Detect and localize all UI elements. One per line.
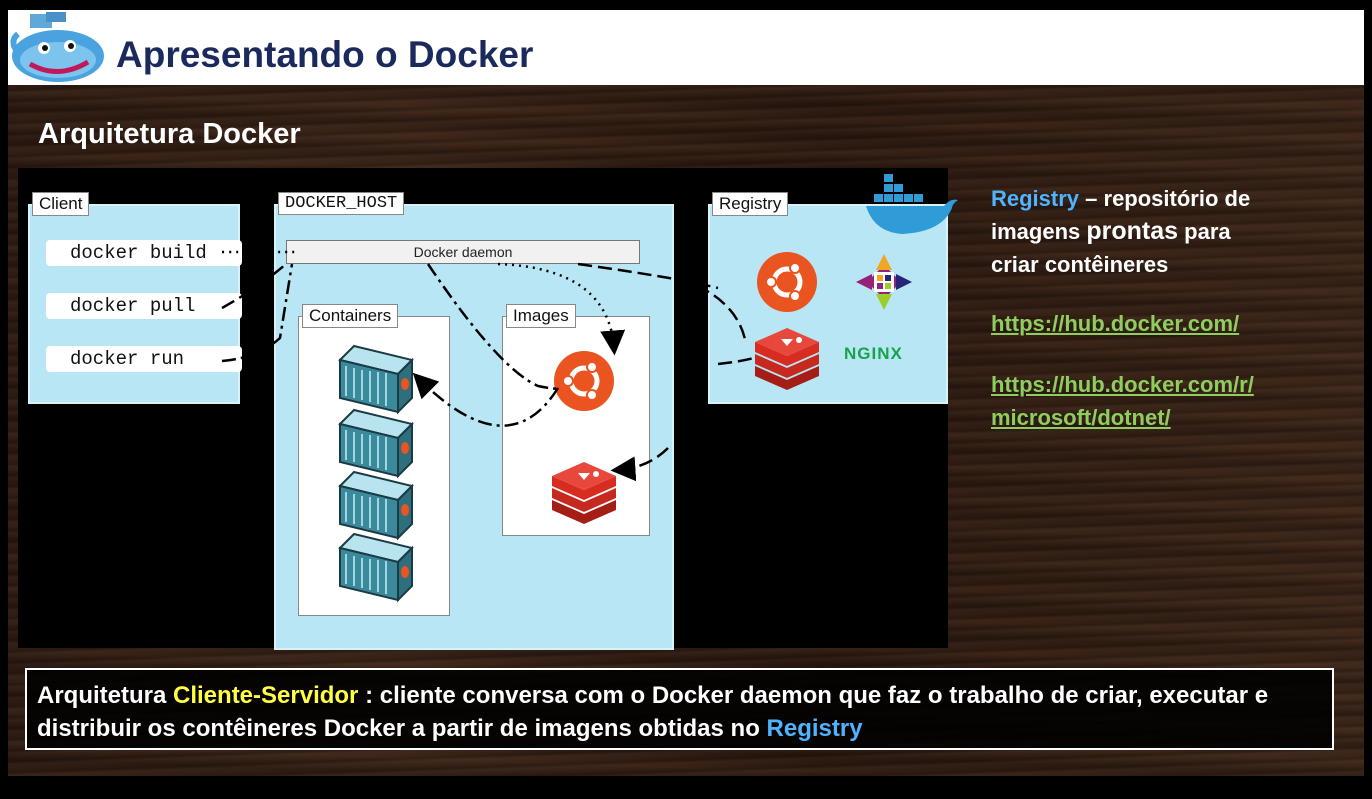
dotnet-hub-link[interactable]: https://hub.docker.com/r/ microsoft/dotn… bbox=[991, 368, 1331, 434]
caption-part2: : cliente conversa com o Docker daemon q… bbox=[37, 682, 1269, 742]
caption-box: Arquitetura Cliente-Servidor : cliente c… bbox=[25, 668, 1334, 750]
command-docker-build: docker build bbox=[46, 240, 242, 266]
redis-image-icon bbox=[552, 462, 616, 524]
docker-daemon-bar: Docker daemon bbox=[286, 240, 640, 264]
container-icon bbox=[339, 471, 413, 539]
section-heading: Arquitetura Docker bbox=[38, 118, 301, 150]
registry-panel bbox=[708, 204, 948, 404]
registry-term: Registry bbox=[991, 186, 1080, 211]
container-icon bbox=[339, 345, 413, 413]
ubuntu-image-icon bbox=[554, 351, 614, 411]
docker-host-label: DOCKER_HOST bbox=[278, 192, 405, 215]
ubuntu-registry-icon bbox=[757, 252, 817, 312]
registry-description: Registry – repositório de imagens pronta… bbox=[991, 182, 1331, 434]
caption-text: Arquitetura Cliente-Servidor : cliente c… bbox=[27, 670, 1332, 745]
dotnet-link-line2: microsoft/dotnet/ bbox=[991, 405, 1171, 430]
centos-icon bbox=[856, 254, 912, 310]
client-panel: docker build docker pull docker run bbox=[28, 204, 242, 404]
containers-label: Containers bbox=[302, 304, 399, 328]
dotnet-link-line1: https://hub.docker.com/r/ bbox=[991, 372, 1254, 397]
title-bar: Apresentando o Docker bbox=[8, 10, 1364, 85]
docker-whale-icon bbox=[866, 174, 958, 234]
slide: Apresentando o Docker Arquitetura Docker… bbox=[8, 10, 1364, 776]
docker-hub-link[interactable]: https://hub.docker.com/ bbox=[991, 311, 1240, 336]
images-label: Images bbox=[506, 304, 576, 328]
container-icon bbox=[339, 409, 413, 477]
nginx-logo: NGINX bbox=[844, 344, 903, 363]
caption-registry: Registry bbox=[766, 715, 863, 742]
registry-desc-line1: – repositório de bbox=[1079, 186, 1251, 211]
registry-desc-line2a: imagens bbox=[991, 219, 1087, 244]
client-label: Client bbox=[32, 192, 90, 216]
registry-desc-line3: criar contêineres bbox=[991, 252, 1169, 277]
registry-desc-emph: prontas bbox=[1086, 217, 1179, 245]
caption-part1: Arquitetura bbox=[37, 682, 174, 709]
redis-registry-icon bbox=[755, 328, 819, 390]
registry-desc-line2c: para bbox=[1178, 219, 1231, 244]
command-docker-pull: docker pull bbox=[46, 293, 242, 319]
caption-highlight: Cliente-Servidor bbox=[173, 682, 359, 709]
slide-title: Apresentando o Docker bbox=[116, 34, 534, 75]
container-icon bbox=[339, 533, 413, 601]
command-docker-run: docker run bbox=[46, 346, 242, 372]
diagram-graphics bbox=[221, 174, 958, 601]
docker-whale-logo-icon bbox=[10, 12, 104, 82]
registry-label: Registry bbox=[712, 192, 789, 216]
architecture-diagram: docker build docker pull docker run Clie… bbox=[18, 168, 958, 650]
